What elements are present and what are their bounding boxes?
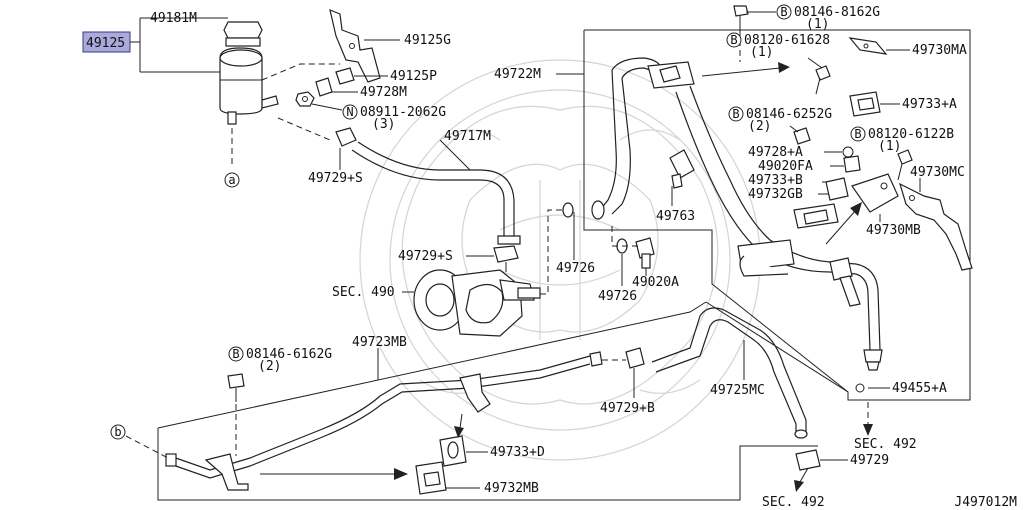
label-49020A: 49020A	[632, 275, 679, 290]
label-49729-S-2: 49729+S	[398, 249, 453, 264]
hose-49717M	[335, 127, 521, 245]
label-08911-qty: (3)	[372, 117, 395, 132]
bolt-b-text-4: B	[854, 127, 861, 141]
ref-a-marker	[224, 172, 240, 188]
label-08146-6252G-qty: (2)	[748, 119, 771, 134]
bracket-49125G	[329, 9, 381, 83]
label-49733A: 49733+A	[902, 97, 957, 112]
nut-08911	[295, 91, 315, 107]
label-49729-S-1: 49729+S	[308, 171, 363, 186]
reservoir-tank	[219, 21, 279, 168]
label-49728M: 49728M	[360, 85, 407, 100]
grommet-49733B	[825, 177, 849, 201]
bolt-b-text-2: B	[730, 33, 737, 47]
eye-bolt-49020A	[635, 237, 655, 269]
clamp-49729S	[493, 245, 519, 272]
label-sec-490: SEC. 490	[332, 285, 395, 300]
label-49733D: 49733+D	[490, 445, 545, 460]
clamp-49732GB	[793, 203, 839, 229]
washer-49726-a	[562, 202, 574, 218]
label-49729B: 49729+B	[600, 401, 655, 416]
grommet-49125P	[335, 67, 355, 85]
clamp-49732MB	[415, 461, 447, 495]
grommet-49733A	[849, 91, 881, 117]
label-49726-a: 49726	[556, 261, 595, 276]
pressure-switch-49763	[669, 149, 695, 189]
bottom-group-frame	[157, 301, 849, 501]
hose-49722M	[591, 57, 883, 371]
label-49717M: 49717M	[444, 129, 491, 144]
label-49732GB: 49732GB	[748, 187, 803, 202]
nut-n-marker	[342, 104, 358, 120]
label-49722M: 49722M	[494, 67, 541, 82]
ref-b-marker	[110, 424, 126, 440]
bolt-08146-8162G	[733, 5, 749, 30]
bolt-b-marker-1	[776, 4, 792, 20]
bolt-b-marker-3	[728, 106, 744, 122]
label-49728A: 49728+A	[748, 145, 803, 160]
bolt-08120-6122B	[897, 149, 913, 181]
label-08120-6122B-qty: (1)	[878, 139, 901, 154]
bolt-b-text-5: B	[232, 347, 239, 361]
label-08146-6162G: 08146-6162G	[246, 347, 332, 362]
label-08146-6162G-qty: (2)	[258, 359, 281, 374]
label-49732MB: 49732MB	[484, 481, 539, 496]
label-sec-492-a: SEC. 492	[854, 437, 917, 452]
grommet-49733D	[439, 435, 467, 467]
label-49726-b: 49726	[598, 289, 637, 304]
label-49730MA: 49730MA	[912, 43, 967, 58]
diagram-id: J497012M	[954, 495, 1017, 510]
bolt-b-text-1: B	[780, 5, 787, 19]
label-49020FA: 49020FA	[758, 159, 813, 174]
bolt-b-text-3: B	[732, 107, 739, 121]
label-08120-61628-qty: (1)	[750, 45, 773, 60]
bolt-08120-61628	[815, 65, 831, 95]
bracket-49730MB	[851, 173, 899, 213]
bushing-49728M	[315, 77, 333, 97]
collar-49020FA	[843, 155, 861, 173]
label-49730MC: 49730MC	[910, 165, 965, 180]
power-steering-pump	[413, 269, 541, 337]
label-49725MC: 49725MC	[710, 383, 765, 398]
label-49125G: 49125G	[404, 33, 451, 48]
bolt-08146-6162G	[227, 373, 245, 402]
o-ring-49455A	[855, 383, 865, 393]
label-49723MB: 49723MB	[352, 335, 407, 350]
label-08120-6122B: 08120-6122B	[868, 127, 954, 142]
label-08146-8162G-qty: (1)	[806, 17, 829, 32]
hose-49725MC	[651, 307, 808, 439]
label-49733B: 49733+B	[748, 173, 803, 188]
bolt-b-marker-2	[726, 32, 742, 48]
label-08146-8162G: 08146-8162G	[794, 5, 880, 20]
label-49125P: 49125P	[390, 69, 437, 84]
bushing-49728A	[842, 146, 854, 158]
nut-n-text: N	[346, 105, 353, 119]
label-49455A: 49455+A	[892, 381, 947, 396]
label-49730MB: 49730MB	[866, 223, 921, 238]
label-49125[interactable]: 49125	[86, 36, 125, 51]
bolt-b-marker-5	[228, 346, 244, 362]
label-49181M: 49181M	[150, 11, 197, 26]
bracket-49730MA	[848, 37, 888, 55]
label-49763: 49763	[656, 209, 695, 224]
clamp-49729B	[625, 347, 645, 380]
label-08120-61628: 08120-61628	[744, 33, 830, 48]
ref-b-text: b	[114, 425, 121, 439]
ref-a-text: a	[228, 173, 235, 187]
right-group-frame	[583, 29, 971, 401]
label-08911: 08911-2062G	[360, 105, 446, 120]
label-49729: 49729	[850, 453, 889, 468]
bolt-b-marker-4	[850, 126, 866, 142]
pipe-49723MB	[165, 351, 603, 491]
clamp-49729	[795, 449, 821, 471]
label-sec-492-b: SEC. 492	[762, 495, 825, 510]
label-08146-6252G: 08146-6252G	[746, 107, 832, 122]
bracket-49730MC	[899, 182, 973, 271]
